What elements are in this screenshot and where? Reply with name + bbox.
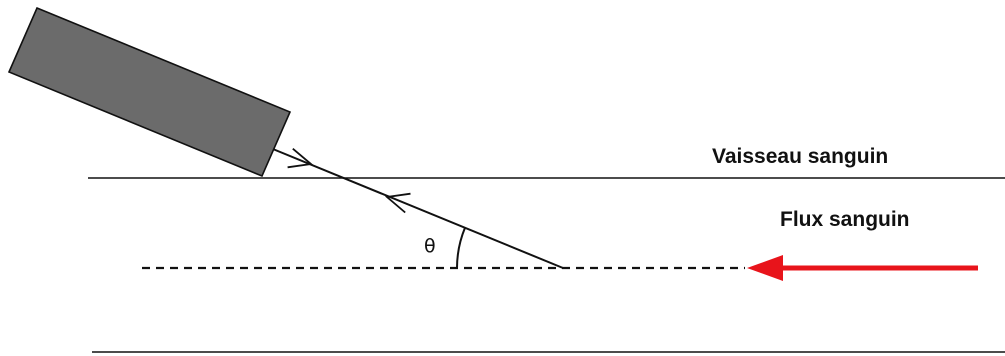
vessel-label: Vaisseau sanguin [712,145,888,168]
angle-arc [456,227,466,269]
ultrasound-beam [267,146,564,269]
flow-arrow-left-icon [747,255,783,281]
beam-direction-arrow-up [384,192,411,214]
angle-label: θ [424,235,436,257]
beam-direction-arrow-down [287,148,314,169]
flow-label: Flux sanguin [780,208,910,231]
ultrasound-probe-icon [7,6,292,178]
